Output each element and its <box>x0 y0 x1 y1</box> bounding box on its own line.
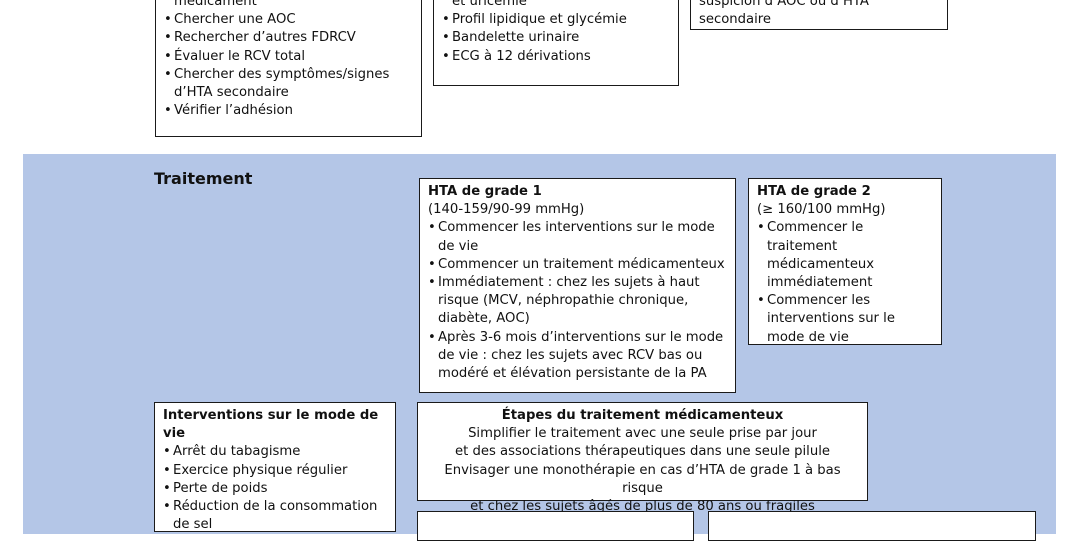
examens-box: et uricémie Profil lipidique et glycémie… <box>433 0 679 86</box>
evaluation-box: médicament Chercher une AOC Rechercher d… <box>155 0 422 137</box>
grade2-box: HTA de grade 2 (≥ 160/100 mmHg) Commence… <box>748 178 942 345</box>
list-item: et uricémie <box>452 0 527 9</box>
grade1-range: (140-159/90-99 mmHg) <box>428 202 585 218</box>
steps-line: Envisager une monothérapie en cas d’HTA … <box>444 462 841 496</box>
list-item: Rechercher d’autres FDRCV <box>164 29 413 47</box>
grade2-range: (≥ 160/100 mmHg) <box>757 202 886 218</box>
list-item: ECG à 12 dérivations <box>442 48 670 66</box>
grade2-list: Commencer le traitement médicamenteux im… <box>757 219 933 346</box>
list-item: Commencer les interventions sur le mode … <box>757 292 933 347</box>
evaluation-list: médicament Chercher une AOC Rechercher d… <box>164 0 413 120</box>
list-item: Arrêt du tabagisme <box>163 443 387 461</box>
list-item: Réduction de la consommation de sel <box>163 498 387 534</box>
grade1-list: Commencer les interventions sur le mode … <box>428 219 727 383</box>
list-item: Commencer un traitement médicamenteux <box>428 256 727 274</box>
list-item: Immédiatement : chez les sujets à haut r… <box>428 274 727 329</box>
section-title: Traitement <box>154 169 253 188</box>
list-item: Chercher des symptômes/signes d’HTA seco… <box>164 66 413 102</box>
list-item: Évaluer le RCV total <box>164 48 413 66</box>
list-item: Chercher une AOC <box>164 11 413 29</box>
list-item: Bandelette urinaire <box>442 29 670 47</box>
suspicion-box: suspicion d’AOC ou d’HTA secondaire <box>690 0 948 30</box>
grade2-title: HTA de grade 2 <box>757 184 871 199</box>
examens-list: et uricémie Profil lipidique et glycémie… <box>442 0 670 66</box>
lifestyle-list: Arrêt du tabagisme Exercice physique rég… <box>163 443 387 534</box>
steps-line: et chez les sujets âgés de plus de 80 an… <box>470 499 815 515</box>
list-item: Exercice physique régulier <box>163 462 387 480</box>
list-item: Vérifier l’adhésion <box>164 102 413 120</box>
list-item: Perte de poids <box>163 480 387 498</box>
list-item: médicament <box>174 0 257 9</box>
steps-line: et des associations thérapeutiques dans … <box>454 444 830 460</box>
steps-title: Étapes du traitement médicamenteux <box>501 408 784 423</box>
suspicion-text: suspicion d’AOC ou d’HTA secondaire <box>699 0 869 28</box>
list-item: Profil lipidique et glycémie <box>442 11 670 29</box>
list-item: Après 3-6 mois d’interventions sur le mo… <box>428 329 727 384</box>
steps-line: Simplifier le traitement avec une seule … <box>468 426 817 442</box>
list-item: Commencer les interventions sur le mode … <box>428 219 727 255</box>
steps-box: Étapes du traitement médicamenteux Simpl… <box>417 402 868 514</box>
lifestyle-box: Interventions sur le mode de vie Arrêt d… <box>154 402 396 532</box>
grade1-box: HTA de grade 1 (140-159/90-99 mmHg) Comm… <box>419 178 736 393</box>
lifestyle-title: Interventions sur le mode de vie <box>163 408 379 442</box>
list-item: Commencer le traitement médicamenteux im… <box>757 219 933 292</box>
grade1-title: HTA de grade 1 <box>428 184 542 199</box>
